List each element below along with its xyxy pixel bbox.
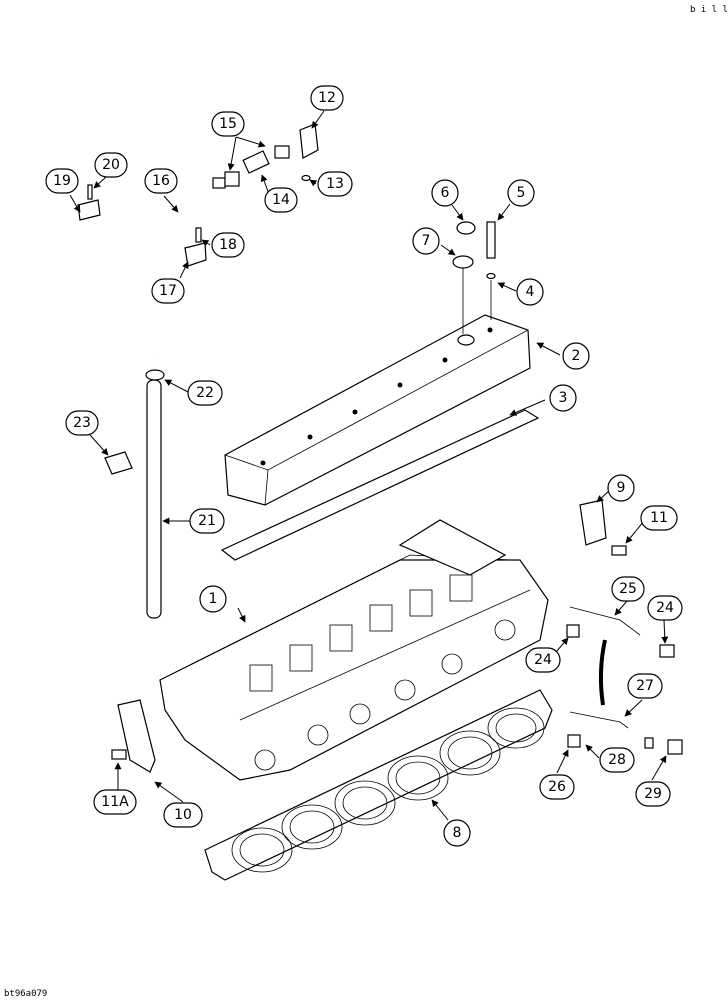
callout-8: 8 [443,819,471,847]
oil-lines-part [566,606,683,755]
callout-6: 6 [431,179,459,207]
callout-13: 13 [317,171,353,197]
cylinder-head-part [159,519,549,781]
callout-24-lower: 24 [525,647,561,673]
callout-5: 5 [507,179,535,207]
bracket-part [184,227,207,267]
callout-16: 16 [144,168,178,194]
stud-part [486,221,496,320]
callout-label: 26 [548,779,566,795]
callout-4: 4 [516,278,544,306]
callout-label: 27 [636,678,654,694]
valve-cover-gasket-part [220,409,540,561]
callout-10: 10 [163,802,203,828]
callout-14: 14 [264,187,298,213]
callout-label: 16 [152,173,170,189]
callout-label: 11A [101,794,129,810]
leader-lines [69,110,669,821]
callout-1: 1 [199,585,227,613]
callout-label: 24 [656,600,674,616]
callout-28: 28 [599,747,635,773]
callout-26: 26 [539,774,575,800]
callout-7: 7 [412,227,440,255]
callout-label: 12 [318,90,336,106]
callout-21: 21 [189,508,225,534]
callout-label: 18 [219,237,237,253]
hose-clamp-part [104,451,133,475]
callout-label: 5 [517,185,526,201]
callout-label: 25 [619,581,637,597]
callout-18: 18 [211,232,245,258]
head-gasket-part [204,689,553,881]
callout-label: 11 [650,510,668,526]
callout-3: 3 [549,384,577,412]
callout-label: 17 [159,283,177,299]
callout-label: 6 [441,185,450,201]
callout-25: 25 [611,576,645,602]
breather-tube-part [116,186,211,356]
callout-label: 13 [326,176,344,192]
callout-label: 8 [453,825,462,841]
callout-label: 29 [644,786,662,802]
callout-label: 7 [422,233,431,249]
corner-ref-text: b i l l [690,5,728,15]
clip-part [77,184,101,221]
callout-label: 21 [198,513,216,529]
callout-20: 20 [94,152,128,178]
fill-cap-part [452,221,476,334]
callout-label: 9 [617,480,626,496]
callout-11: 11 [640,505,678,531]
callout-15: 15 [211,111,245,137]
callout-11a: 11A [93,789,137,815]
lift-bracket-front-part [111,699,156,773]
callout-17: 17 [151,278,185,304]
callout-19: 19 [45,168,79,194]
breather-fittings-part [212,123,319,189]
drain-tube-part [145,369,165,619]
callout-23: 23 [65,410,99,436]
callout-label: 3 [559,390,568,406]
callout-label: 14 [272,192,290,208]
callout-label: 22 [196,385,214,401]
callout-label: 20 [102,157,120,173]
callout-label: 15 [219,116,237,132]
callout-label: 19 [53,173,71,189]
callout-label: 24 [534,652,552,668]
callout-2: 2 [562,342,590,370]
callout-22: 22 [187,380,223,406]
callout-27: 27 [627,673,663,699]
callout-label: 1 [209,591,218,607]
callout-label: 4 [526,284,535,300]
valve-cover-part [224,314,531,506]
figure-code-text: bt96a079 [4,989,47,999]
callout-12: 12 [310,85,344,111]
callout-label: 10 [174,807,192,823]
callout-label: 23 [73,415,91,431]
callout-label: 28 [608,752,626,768]
lift-bracket-rear-part [579,499,627,556]
callout-9: 9 [607,474,635,502]
callout-label: 2 [572,348,581,364]
callout-24-upper: 24 [647,595,683,621]
callout-29: 29 [635,781,671,807]
